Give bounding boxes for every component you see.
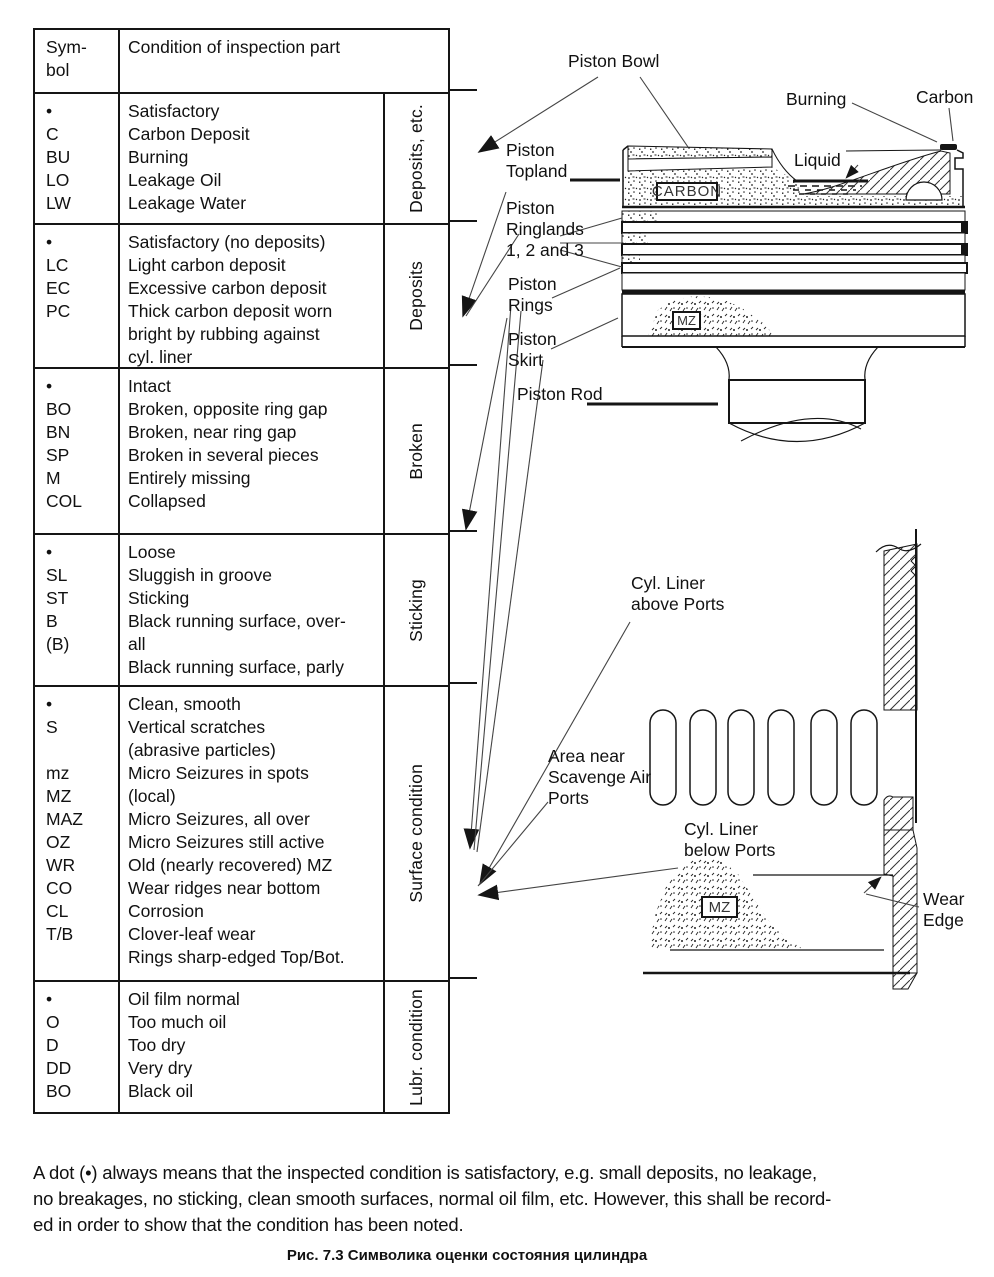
carbon-box-label: CARBON	[651, 182, 723, 201]
symbols-cell: • S mz MZ MAZ OZ WR CO CL T/B	[35, 687, 120, 980]
table-row-lubr-condition: • O D DD BO Oil film normal Too much oil…	[35, 980, 448, 1112]
label-burning: Burning	[786, 89, 847, 109]
conditions-cell: Satisfactory Carbon Deposit Burning Leak…	[128, 101, 250, 213]
symbols-cell: • LC EC PC	[35, 225, 120, 367]
label-piston-rod: Piston Rod	[517, 384, 603, 404]
category-label: Surface condition	[406, 764, 426, 903]
category-cell: Lubr. condition	[383, 982, 448, 1112]
footnote-text: A dot (•) always means that the inspecte…	[33, 1162, 832, 1235]
category-label: Lubr. condition	[406, 988, 426, 1106]
table-row-tails	[449, 89, 477, 979]
category-label: Deposits, etc.	[406, 104, 426, 213]
label-cyl-liner-below: Cyl. Liner below Ports	[684, 819, 776, 860]
conditions-cell: Satisfactory (no deposits) Light carbon …	[128, 232, 333, 367]
table-row-deposits-etc: • C BU LO LW Satisfactory Carbon Deposit…	[35, 92, 448, 223]
header-condition: Condition of inspection part	[128, 37, 341, 57]
symbols-cell: • C BU LO LW	[35, 94, 120, 223]
label-carbon: Carbon	[916, 87, 974, 107]
mz-box-piston: MZ	[672, 311, 701, 330]
category-cell: Broken	[383, 369, 448, 533]
table-row-deposits: • LC EC PC Satisfactory (no deposits) Li…	[35, 223, 448, 367]
symbols-cell: • SL ST B (B)	[35, 535, 120, 685]
symbol-table: Sym- bol Condition of inspection part • …	[33, 28, 450, 1114]
label-piston-bowl: Piston Bowl	[568, 51, 660, 71]
header-symbol: Sym- bol	[35, 30, 120, 92]
scavenge-ports	[649, 709, 878, 806]
label-piston-topland: Piston Topland	[506, 140, 568, 181]
figure-caption: Рис. 7.3 Символика оценки состояния цили…	[286, 1247, 648, 1264]
label-piston-skirt: Piston Skirt	[508, 329, 557, 370]
conditions-cell: Intact Broken, opposite ring gap Broken,…	[128, 376, 328, 511]
table-row-sticking: • SL ST B (B) Loose Sluggish in groove S…	[35, 533, 448, 685]
label-wear-edge: Wear Edge	[923, 889, 965, 930]
category-cell: Deposits	[383, 225, 448, 367]
label-liquid: Liquid	[794, 150, 841, 170]
arrow-to-surface-1	[463, 304, 512, 850]
category-label: Sticking	[406, 578, 426, 642]
category-cell: Surface condition	[383, 687, 448, 980]
conditions-cell: Oil film normal Too much oil Too dry Ver…	[128, 989, 240, 1101]
table-header-row: Sym- bol Condition of inspection part	[35, 30, 448, 92]
arrow-to-sticking	[461, 317, 508, 531]
arrow-to-deposits	[461, 191, 507, 318]
label-cyl-liner-above: Cyl. Liner above Ports	[631, 573, 725, 614]
arrow-to-surface-3	[477, 867, 679, 901]
conditions-cell: Loose Sluggish in groove Sticking Black …	[128, 542, 346, 677]
label-piston-ringlands: Piston Ringlands 1, 2 and 3	[506, 198, 584, 260]
symbols-cell: • O D DD BO	[35, 982, 120, 1112]
category-cell: Deposits, etc.	[383, 94, 448, 223]
category-cell: Sticking	[383, 535, 448, 685]
arrow-liquid	[845, 164, 859, 179]
arrow-wear-edge	[863, 876, 882, 894]
label-area-scavenge: Area near Scavenge Air Ports	[548, 746, 652, 808]
symbols-cell: • BO BN SP M COL	[35, 369, 120, 533]
table-row-surface-condition: • S mz MZ MAZ OZ WR CO CL T/B Clean, smo…	[35, 685, 448, 980]
conditions-cell: Clean, smooth Vertical scratches (abrasi…	[128, 694, 345, 967]
table-row-broken: • BO BN SP M COL Intact Broken, opposite…	[35, 367, 448, 533]
category-label: Broken	[406, 422, 426, 480]
category-label: Deposits	[406, 261, 426, 331]
mz-box-liner: MZ	[701, 896, 738, 918]
label-piston-rings: Piston Rings	[508, 274, 557, 315]
